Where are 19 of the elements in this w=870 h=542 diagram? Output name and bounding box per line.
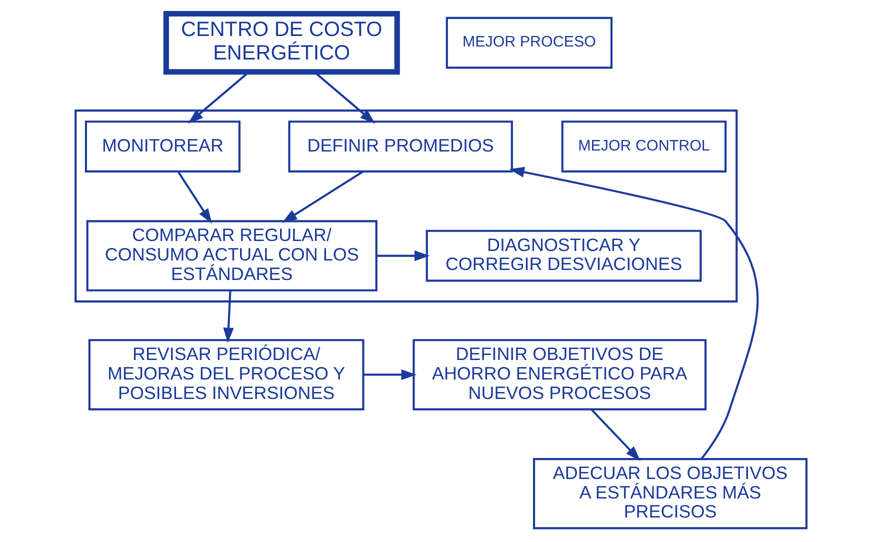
node-box: ADECUAR LOS OBJETIVOS A ESTÁNDARES MÁS PRECISOS <box>532 458 807 530</box>
node-box: DIAGNOSTICAR Y CORREGIR DESVIACIONES <box>425 230 702 282</box>
node-box: MONITOREAR <box>84 120 240 172</box>
arrow <box>314 72 375 124</box>
node-box: CENTRO DE COSTO ENERGÉTICO <box>162 11 400 75</box>
node-box: COMPARAR REGULAR/ CONSUMO ACTUAL CON LOS ESTÁNDARES <box>86 220 377 292</box>
arrow <box>188 72 249 124</box>
node-box: REVISAR PERIÓDICA/ MEJORAS DEL PROCESO Y POSIBLES INVERSIONES <box>88 339 364 410</box>
arrow <box>508 166 758 460</box>
node-box: MEJOR CONTROL <box>560 120 726 172</box>
arrow <box>363 369 416 380</box>
arrow <box>281 170 364 223</box>
node-box: DEFINIR PROMEDIOS <box>288 120 512 172</box>
node-box: MEJOR PROCESO <box>445 16 612 69</box>
node-box: DEFINIR OBJETIVOS DE AHORRO ENERGÉTICO PARA NUEVOS PROCESOS <box>412 339 706 410</box>
arrow <box>176 171 212 224</box>
arrow <box>376 250 430 262</box>
arrow <box>222 290 234 343</box>
arrow <box>590 409 640 462</box>
